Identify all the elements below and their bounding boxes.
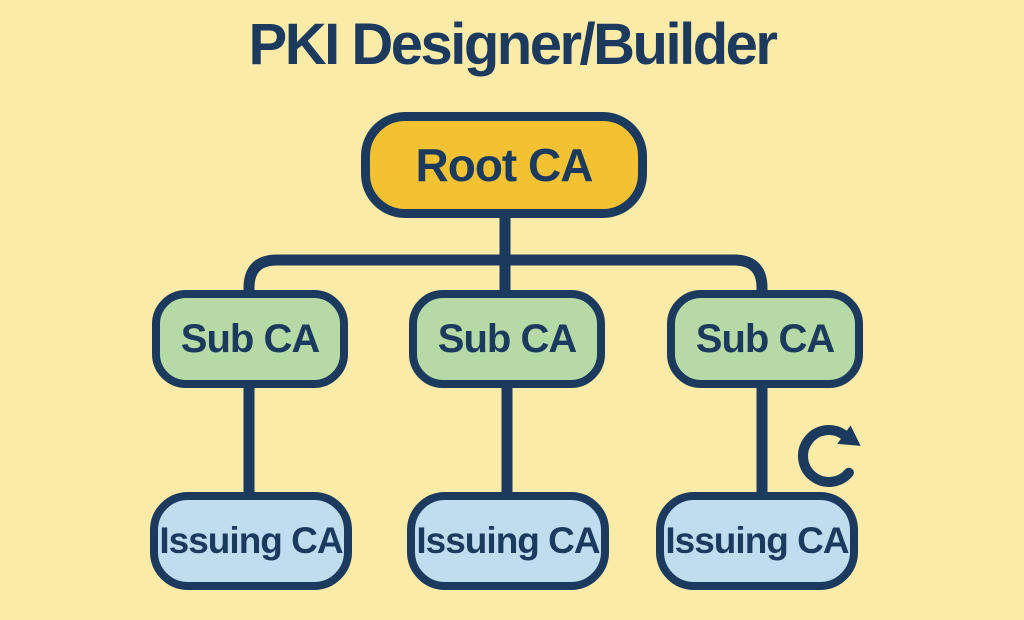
node-issuing-ca-3[interactable]: Issuing CA [656,492,858,590]
node-issuing-ca-2-label: Issuing CA [416,520,600,561]
page-title: PKI Designer/Builder [248,12,778,77]
node-root-ca-label: Root CA [415,139,594,191]
node-sub-ca-3[interactable]: Sub CA [667,290,863,388]
node-root-ca[interactable]: Root CA [361,112,647,218]
node-sub-ca-2[interactable]: Sub CA [409,290,605,388]
node-issuing-ca-2[interactable]: Issuing CA [407,492,609,590]
node-sub-ca-1-label: Sub CA [180,316,320,361]
edge-root-to-sub1-and-sub3 [243,254,768,294]
refresh-icon[interactable] [798,425,861,487]
node-issuing-ca-1-label: Issuing CA [159,520,343,561]
node-issuing-ca-3-label: Issuing CA [665,520,849,561]
node-sub-ca-1[interactable]: Sub CA [152,290,348,388]
node-sub-ca-3-label: Sub CA [695,316,835,361]
node-issuing-ca-1[interactable]: Issuing CA [150,492,352,590]
node-sub-ca-2-label: Sub CA [437,316,577,361]
